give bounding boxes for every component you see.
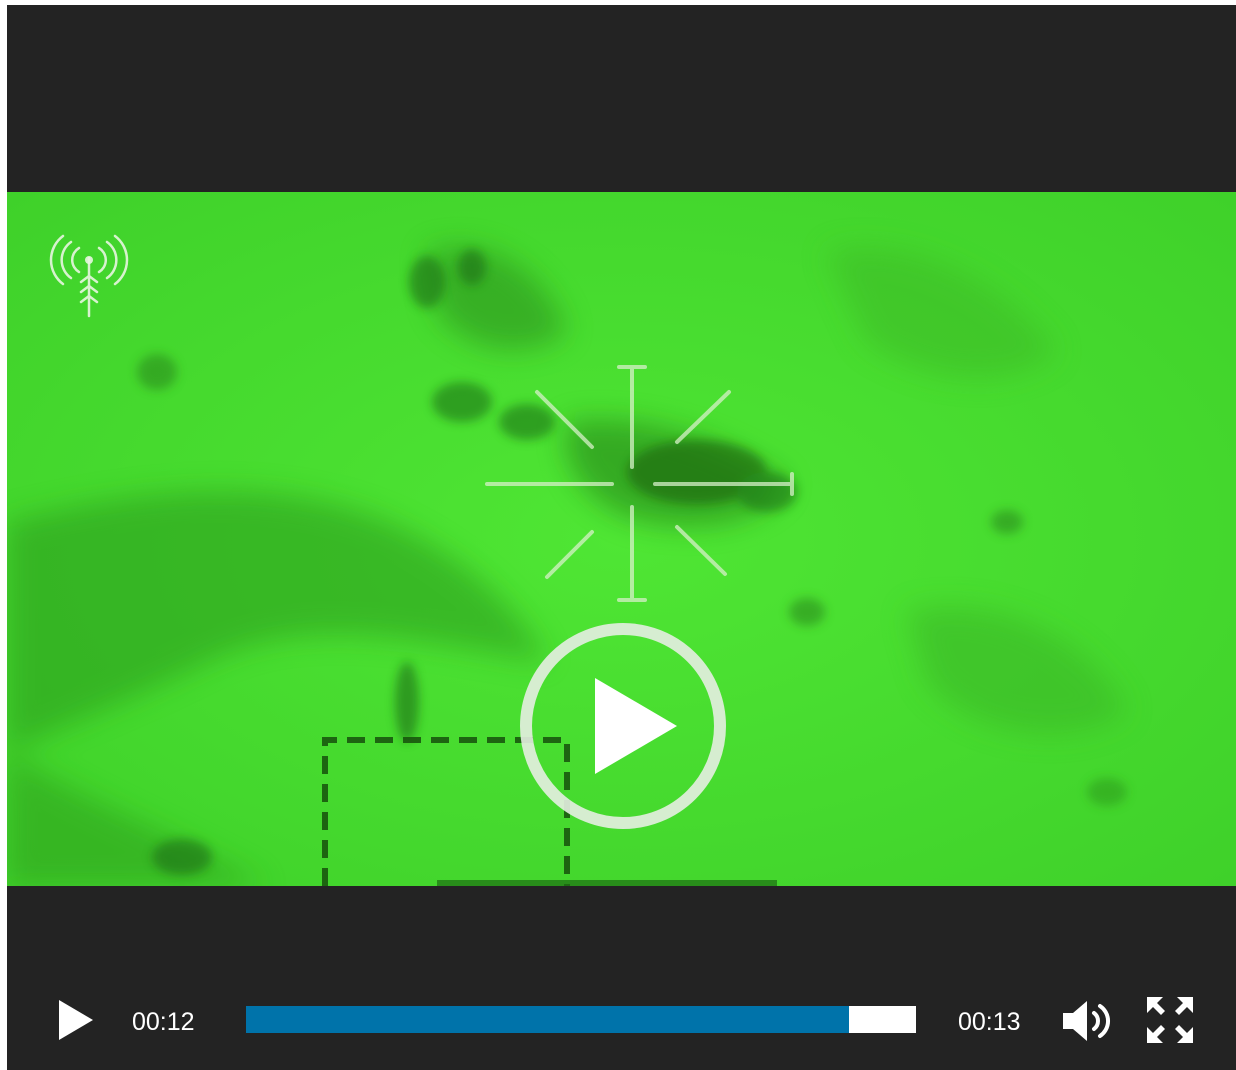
fullscreen-button[interactable] [1145, 995, 1195, 1045]
volume-button[interactable] [1061, 997, 1113, 1045]
duration-time: 00:13 [958, 1008, 1021, 1036]
play-icon [59, 1000, 93, 1040]
video-frame[interactable] [7, 192, 1236, 886]
control-bar: 00:12 00:13 [7, 985, 1236, 1060]
broadcast-antenna-icon [49, 234, 129, 318]
big-play-button[interactable] [519, 622, 727, 830]
current-time: 00:12 [132, 1008, 195, 1036]
volume-icon [1063, 1001, 1110, 1041]
progress-bar[interactable] [246, 1006, 916, 1033]
play-button[interactable] [55, 997, 97, 1043]
fullscreen-icon [1147, 997, 1193, 1043]
night-vision-scene [7, 192, 1236, 886]
play-circle-icon [595, 678, 677, 774]
video-player: 00:12 00:13 [7, 5, 1236, 1070]
progress-fill [246, 1006, 849, 1033]
